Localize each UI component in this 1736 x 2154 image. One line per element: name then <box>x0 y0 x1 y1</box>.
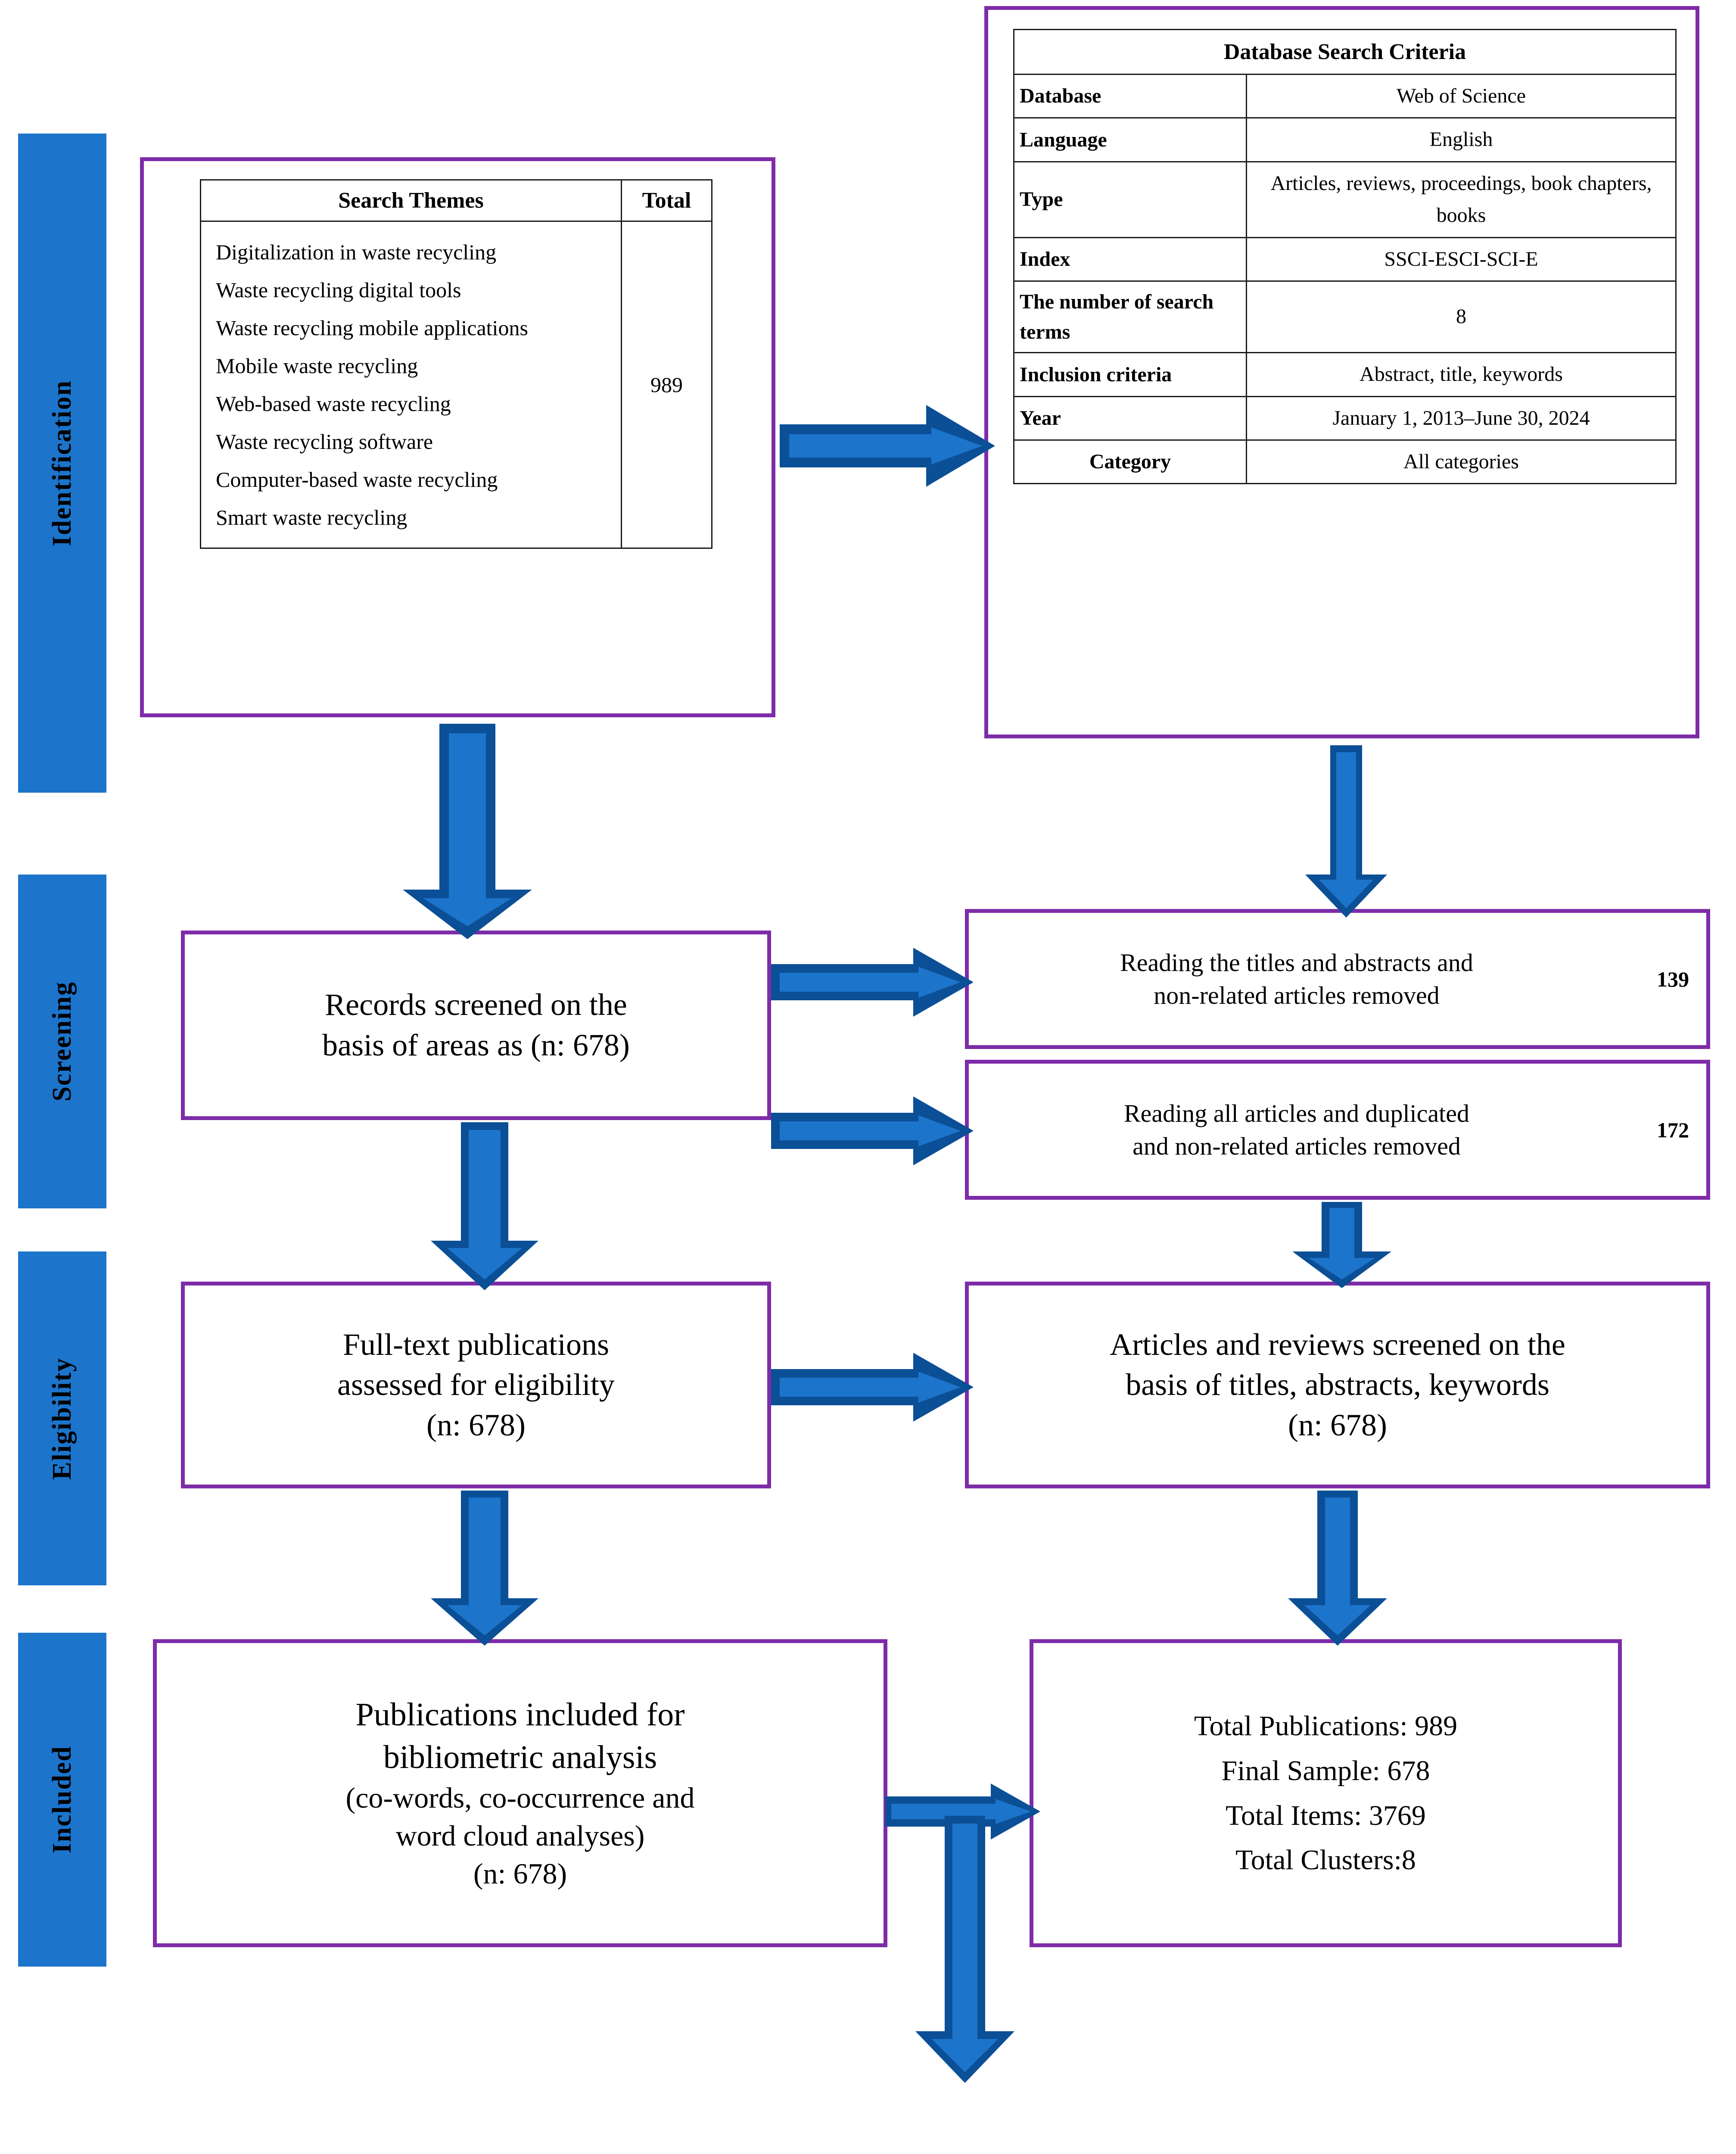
stage-bar-identification: Identification <box>18 134 106 793</box>
table-title-row: Database Search Criteria <box>1013 29 1677 75</box>
arrow-down-reading-all-to-articles-reviews <box>1292 1202 1391 1288</box>
summary-total-items: Total Items: 3769 <box>1226 1799 1426 1831</box>
table-header-row: Search Themes Total <box>200 179 712 222</box>
list-item: Web-based waste recycling <box>216 392 451 416</box>
database-criteria-table: Database Search Criteria Database Web of… <box>1013 29 1677 485</box>
arrow-right-fulltext-to-articles-reviews <box>771 1353 974 1422</box>
articles-reviews-line1: Articles and reviews screened on the <box>1110 1327 1565 1362</box>
removed-titles-count: 139 <box>1657 967 1689 991</box>
arrow-down-fulltext-to-publications-included <box>431 1491 538 1646</box>
database-criteria-title: Database Search Criteria <box>1013 29 1677 75</box>
table-row: Type Articles, reviews, proceedings, boo… <box>1013 161 1677 238</box>
arrow-right-records-to-reading-all <box>771 1096 974 1165</box>
fulltext-eligibility-box: Full-text publications assessed for elig… <box>181 1282 771 1488</box>
arrow-down-records-to-fulltext <box>431 1122 538 1290</box>
publications-included-line5: (n: 678) <box>473 1857 567 1890</box>
search-themes-header: Search Themes <box>200 179 622 222</box>
publications-included-line3: (co-words, co-occurrence and <box>345 1781 695 1814</box>
fulltext-line2: assessed for eligibility <box>337 1367 615 1402</box>
row-key: Index <box>1013 237 1247 282</box>
row-key: Year <box>1013 395 1247 441</box>
removed-all-line2: and non-related articles removed <box>1132 1132 1461 1160</box>
row-value: All categories <box>1246 439 1677 485</box>
summary-total-publications: Total Publications: 989 <box>1194 1710 1458 1742</box>
search-themes-list: Digitalization in waste recycling Waste … <box>200 221 622 549</box>
publications-included-line2: bibliometric analysis <box>383 1739 657 1775</box>
articles-reviews-line3: (n: 678) <box>1288 1407 1387 1442</box>
database-criteria-box: Database Search Criteria Database Web of… <box>984 6 1699 738</box>
row-value: January 1, 2013–June 30, 2024 <box>1246 395 1677 441</box>
records-screened-line1: Records screened on the <box>325 987 627 1022</box>
row-key: Database <box>1013 73 1247 119</box>
removed-titles-line2: non-related articles removed <box>1154 981 1440 1009</box>
removed-all-articles-box: Reading all articles and duplicated and … <box>965 1060 1710 1200</box>
arrow-right-records-to-reading-titles <box>771 948 974 1017</box>
publications-included-line1: Publications included for <box>355 1696 685 1733</box>
total-header: Total <box>621 179 712 222</box>
table-row: Inclusion criteria Abstract, title, keyw… <box>1013 352 1677 397</box>
stage-label-eligibility: Eligibility <box>47 1357 77 1480</box>
table-body-row: Digitalization in waste recycling Waste … <box>200 221 712 549</box>
table-row: Category All categories <box>1013 439 1677 485</box>
arrow-right-publications-to-summary <box>885 1784 1040 1840</box>
table-row: Index SSCI-ESCI-SCI-E <box>1013 237 1677 282</box>
row-value: Web of Science <box>1246 73 1677 119</box>
table-row: Database Web of Science <box>1013 73 1677 119</box>
table-row: Year January 1, 2013–June 30, 2024 <box>1013 395 1677 441</box>
row-value: SSCI-ESCI-SCI-E <box>1246 237 1677 282</box>
stage-label-identification: Identification <box>47 380 77 547</box>
row-key: The number of search terms <box>1013 280 1247 354</box>
list-item: Waste recycling software <box>216 430 433 454</box>
removed-all-line1: Reading all articles and duplicated <box>1123 1099 1470 1128</box>
list-item: Digitalization in waste recycling <box>216 240 497 264</box>
articles-reviews-screened-box: Articles and reviews screened on the bas… <box>965 1282 1710 1488</box>
summary-total-clusters: Total Clusters:8 <box>1235 1844 1416 1876</box>
row-value: 8 <box>1246 280 1677 354</box>
fulltext-line3: (n: 678) <box>426 1407 526 1442</box>
removed-titles-line1: Reading the titles and abstracts and <box>1120 949 1473 977</box>
search-themes-table: Search Themes Total Digitalization in wa… <box>200 179 712 549</box>
stage-bar-included: Included <box>18 1633 106 1967</box>
list-item: Computer-based waste recycling <box>216 467 498 492</box>
removed-all-count: 172 <box>1657 1117 1689 1142</box>
search-themes-box: Search Themes Total Digitalization in wa… <box>140 157 775 717</box>
arrow-right-themes-to-database <box>780 405 995 487</box>
summary-totals-box: Total Publications: 989 Final Sample: 67… <box>1030 1639 1622 1947</box>
arrow-down-articles-reviews-to-summary <box>1288 1491 1387 1646</box>
table-row: Language English <box>1013 117 1677 162</box>
publications-included-box: Publications included for bibliometric a… <box>153 1639 887 1947</box>
row-value: Articles, reviews, proceedings, book cha… <box>1246 161 1677 238</box>
arrow-down-database-to-reading-titles <box>1305 745 1387 918</box>
list-item: Waste recycling mobile applications <box>216 316 528 340</box>
arrow-down-themes-to-records <box>403 724 532 939</box>
removed-titles-abstracts-box: Reading the titles and abstracts and non… <box>965 909 1710 1049</box>
list-item: Smart waste recycling <box>216 505 408 529</box>
stage-label-included: Included <box>47 1746 77 1854</box>
fulltext-line1: Full-text publications <box>343 1327 609 1362</box>
row-value: English <box>1246 117 1677 162</box>
row-key: Language <box>1013 117 1247 162</box>
articles-reviews-line2: basis of titles, abstracts, keywords <box>1126 1367 1549 1402</box>
publications-included-line4: word cloud analyses) <box>395 1819 645 1852</box>
row-key: Type <box>1013 161 1247 238</box>
row-key: Category <box>1013 439 1247 485</box>
list-item: Mobile waste recycling <box>216 354 418 378</box>
stage-bar-eligibility: Eligibility <box>18 1251 106 1585</box>
arrow-down-to-findings-results <box>915 1816 1014 2083</box>
records-screened-box: Records screened on the basis of areas a… <box>181 931 771 1120</box>
stage-label-screening: Screening <box>47 981 77 1102</box>
row-value: Abstract, title, keywords <box>1246 352 1677 397</box>
list-item: Waste recycling digital tools <box>216 278 461 302</box>
records-screened-line2: basis of areas as (n: 678) <box>322 1028 630 1062</box>
table-row: The number of search terms 8 <box>1013 280 1677 354</box>
stage-bar-screening: Screening <box>18 875 106 1208</box>
summary-final-sample: Final Sample: 678 <box>1221 1755 1430 1787</box>
row-key: Inclusion criteria <box>1013 352 1247 397</box>
search-themes-total-value: 989 <box>621 221 712 549</box>
